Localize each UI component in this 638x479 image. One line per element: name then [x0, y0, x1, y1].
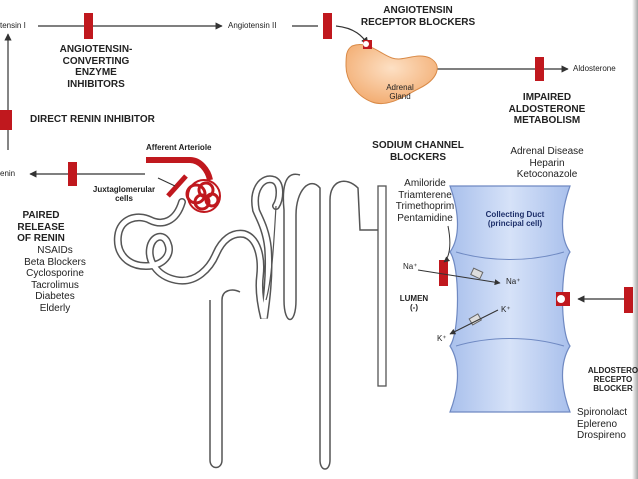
- afferent-arteriole: [146, 157, 213, 181]
- nephron-tubule-lumen: [115, 176, 282, 319]
- potassium-cell-label: K⁺: [501, 305, 511, 314]
- juxtaglomerular-cells-label: Juxtaglomerular cells: [92, 185, 156, 204]
- collecting-duct-cell: [449, 185, 571, 413]
- cell-border-upper: [455, 251, 565, 260]
- sodium-cell-label: Na⁺: [506, 277, 521, 286]
- sodium-blocker-pointer: [443, 225, 451, 263]
- adrenal-gland-label: Adrenal Gland: [386, 83, 414, 102]
- henle-bend: [221, 289, 241, 301]
- direct-renin-inhibitor-label: DIRECT RENIN INHIBITOR: [30, 114, 155, 125]
- adrenal-receptor-hole: [363, 41, 369, 47]
- potassium-flow-arrow: [449, 309, 499, 335]
- renin-inhibitor-block-bar: [0, 110, 12, 130]
- arb-block-bar: [323, 13, 332, 39]
- impaired-aldosterone-metabolism-label: IMPAIRED ALDOSTERONE METABOLISM: [508, 92, 586, 126]
- lumen-label: LUMEN (-): [399, 294, 429, 313]
- page-edge-shadow: [632, 0, 638, 479]
- renin-label: enin: [0, 169, 16, 178]
- loop-of-henle: [209, 173, 321, 469]
- glomerulus: [185, 181, 220, 211]
- sodium-flow-arrow: [417, 269, 501, 286]
- aldosterone-blocker-drugs-list: Spironolact Eplereno Drospireno: [577, 407, 628, 441]
- sodium-channel-block-bar: [439, 260, 448, 286]
- bowman-capsule: [187, 179, 221, 213]
- collecting-tubule: [377, 185, 387, 387]
- sodium-lumen-label: Na⁺: [403, 262, 418, 271]
- ace-inhibitors-label: ANGIOTENSIN- CONVERTING ENZYME INHIBITOR…: [59, 44, 133, 90]
- afferent-arteriole-label: Afferent Arteriole: [146, 143, 212, 152]
- aldosterone-metabolism-block-bar: [535, 57, 544, 81]
- aldosterone-receptor-block-bar: [624, 287, 633, 313]
- renin-causes-list: NSAIDs Beta Blockers Cyclosporine Tacrol…: [24, 245, 86, 314]
- renin-release-block-bar: [68, 162, 77, 186]
- henle-connector: [265, 205, 277, 301]
- angiotensin-ii-label: Angiotensin II: [228, 21, 277, 30]
- enac-channel: [470, 267, 484, 280]
- romk-channel: [468, 313, 483, 326]
- juxtaglomerular-pointer: [157, 177, 176, 187]
- sodium-channel-drugs-list: Amiloride Triamterene Trimethoprim Penta…: [395, 178, 455, 224]
- potassium-lumen-label: K⁺: [437, 334, 447, 343]
- aldosterone-label: Aldosterone: [573, 64, 616, 73]
- angiotensin-receptor-blockers-label: ANGIOTENSIN RECEPTOR BLOCKERS: [360, 5, 476, 28]
- aldosterone-receptor-hole: [557, 295, 565, 303]
- aldosterone-receptor-blockers-label: ALDOSTERO RECEPTO BLOCKER: [587, 366, 638, 394]
- distal-tubule: [319, 180, 380, 470]
- collecting-duct-label: Collecting Duct (principal cell): [485, 210, 545, 229]
- aldosterone-causes-list: Adrenal Disease Heparin Ketoconazole: [510, 146, 584, 180]
- angiotensin-i-label: tensin I: [0, 21, 26, 30]
- impaired-renin-release-label: PAIRED RELEASE OF RENIN: [17, 210, 65, 244]
- ace-block-bar: [84, 13, 93, 39]
- efferent-arteriole: [166, 174, 188, 198]
- adrenal-gland-shape: [345, 44, 438, 104]
- sodium-channel-blockers-label: SODIUM CHANNEL BLOCKERS: [372, 140, 464, 163]
- cell-border-lower: [455, 338, 565, 347]
